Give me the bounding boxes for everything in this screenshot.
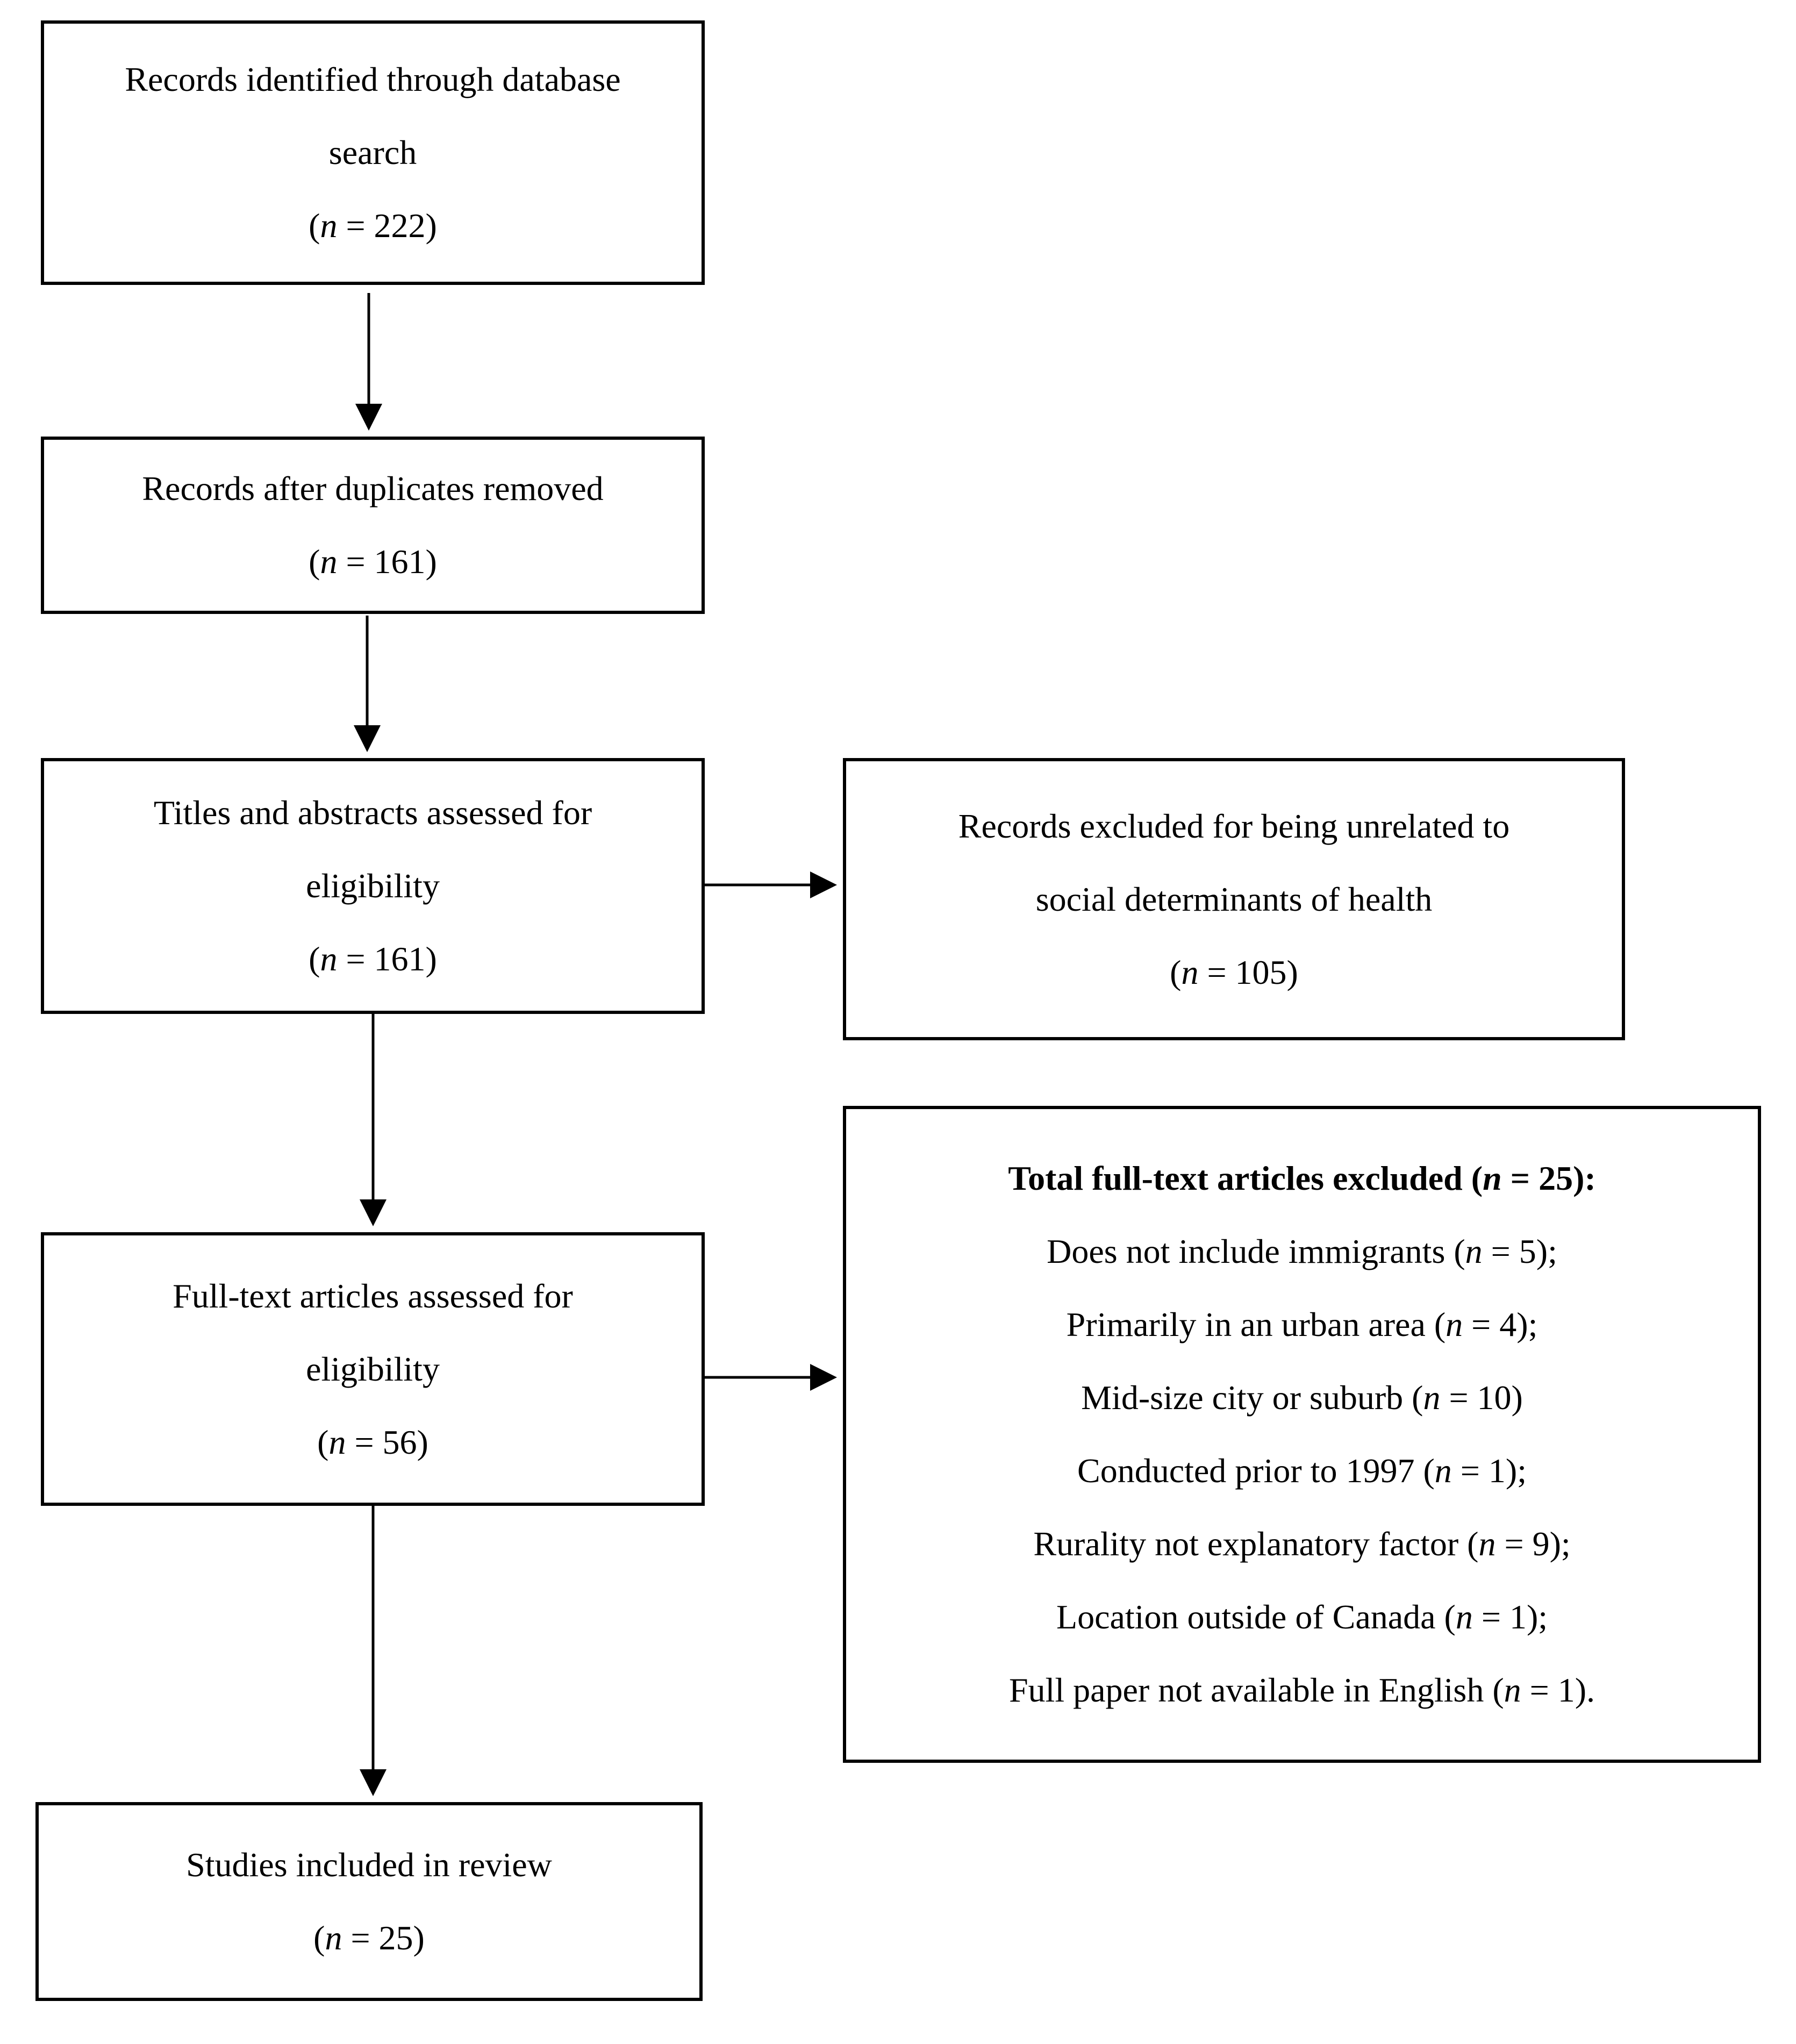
fulltext-assessed-line-2: eligibility bbox=[306, 1349, 440, 1388]
duplicates-removed-line-1: Records after duplicates removed bbox=[142, 469, 604, 508]
titles-abstracts-count: (n = 161) bbox=[309, 940, 437, 978]
titles-abstracts-box: Titles and abstracts assessed for eligib… bbox=[41, 758, 705, 1014]
records-excluded-line-2: social determinants of health bbox=[1035, 880, 1433, 918]
titles-abstracts-line-1: Titles and abstracts assessed for bbox=[153, 794, 592, 832]
studies-included-count: (n = 25) bbox=[313, 1919, 425, 1957]
records-identified-box: Records identified through database sear… bbox=[41, 20, 705, 285]
exclusion-reason: Conducted prior to 1997 (n = 1); bbox=[1077, 1452, 1527, 1490]
exclusion-reason: Mid-size city or suburb (n = 10) bbox=[1081, 1378, 1523, 1417]
records-excluded-box: Records excluded for being unrelated to … bbox=[843, 758, 1625, 1040]
fulltext-assessed-box: Full-text articles assessed for eligibil… bbox=[41, 1232, 705, 1506]
exclusion-reason: Location outside of Canada (n = 1); bbox=[1056, 1598, 1548, 1636]
records-identified-count: (n = 222) bbox=[309, 206, 437, 245]
exclusion-reason: Full paper not available in English (n =… bbox=[1008, 1671, 1595, 1709]
records-identified-line-2: search bbox=[328, 133, 417, 171]
fulltext-assessed-count: (n = 56) bbox=[317, 1423, 428, 1461]
fulltext-excluded-title: Total full-text articles excluded (n = 2… bbox=[1008, 1159, 1596, 1197]
duplicates-removed-count: (n = 161) bbox=[309, 542, 437, 581]
records-identified-line-1: Records identified through database bbox=[125, 60, 621, 98]
records-excluded-count: (n = 105) bbox=[1170, 953, 1298, 991]
fulltext-excluded-box: Total full-text articles excluded (n = 2… bbox=[843, 1106, 1761, 1763]
studies-included-box: Studies included in review (n = 25) bbox=[35, 1802, 703, 2001]
exclusion-reason: Does not include immigrants (n = 5); bbox=[1047, 1232, 1557, 1270]
studies-included-line-1: Studies included in review bbox=[186, 1846, 552, 1884]
fulltext-assessed-line-1: Full-text articles assessed for bbox=[173, 1276, 573, 1315]
records-excluded-line-1: Records excluded for being unrelated to bbox=[958, 806, 1510, 845]
exclusion-reason: Primarily in an urban area (n = 4); bbox=[1066, 1305, 1538, 1343]
duplicates-removed-box: Records after duplicates removed (n = 16… bbox=[41, 437, 705, 614]
titles-abstracts-line-2: eligibility bbox=[306, 867, 440, 905]
exclusion-reason: Rurality not explanatory factor (n = 9); bbox=[1033, 1525, 1571, 1563]
